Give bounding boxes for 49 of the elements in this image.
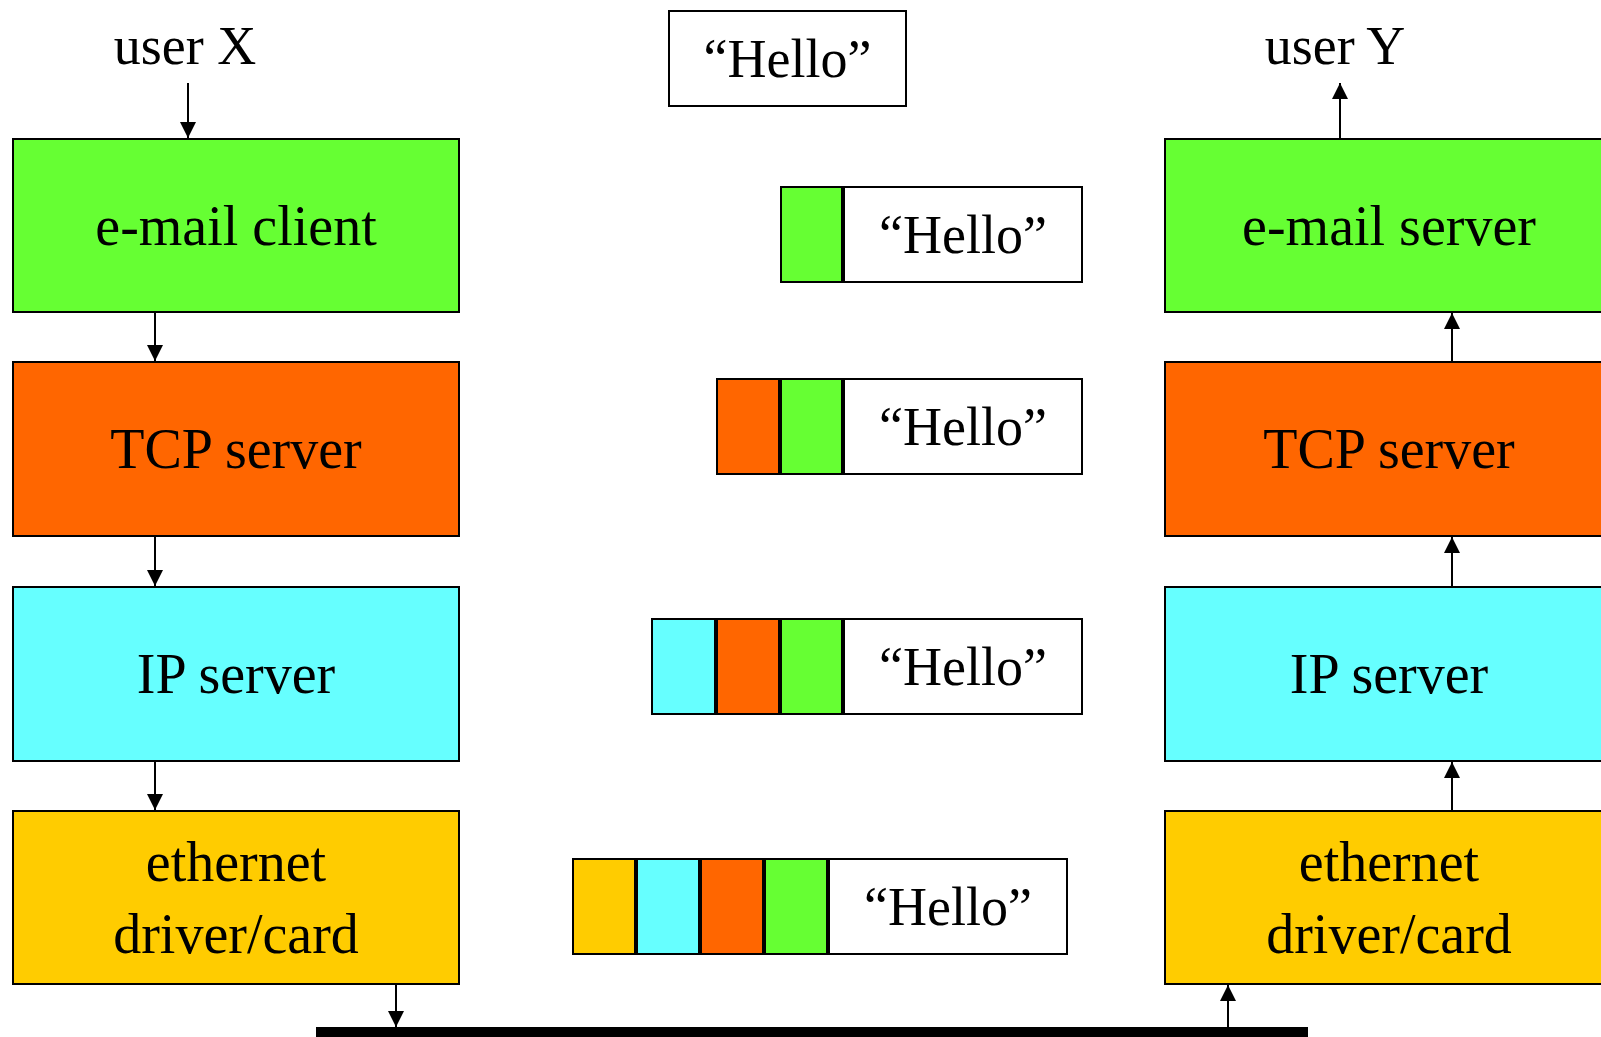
message-box — [843, 618, 1083, 715]
layer-box — [12, 810, 460, 985]
layer-box — [1164, 138, 1601, 313]
arrow — [1444, 312, 1460, 362]
layer-box — [12, 586, 460, 762]
header-box — [651, 618, 716, 715]
box-label: “Hello” — [879, 636, 1047, 697]
arrow — [147, 312, 163, 362]
header-box — [700, 858, 764, 955]
user-label: user Y — [1264, 15, 1406, 76]
header-box — [764, 858, 828, 955]
layer-box — [1164, 361, 1601, 537]
box-label: TCP server — [1263, 417, 1515, 482]
message-box — [668, 10, 907, 107]
user-label: user X — [113, 15, 257, 76]
box-label: ethernet driver/card — [112, 829, 360, 967]
message-box — [828, 858, 1068, 955]
box-label: “Hello” — [879, 396, 1047, 457]
arrow — [1444, 536, 1460, 587]
layer-box — [12, 361, 460, 537]
box-label: “Hello” — [703, 28, 872, 89]
box-label: IP server — [1289, 642, 1489, 707]
network-bar — [316, 1027, 1308, 1037]
box-label: e-mail client — [95, 193, 377, 259]
message-box — [843, 186, 1083, 283]
box-label: ethernet driver/card — [1265, 829, 1513, 967]
arrow — [147, 761, 163, 811]
layer-box — [1164, 810, 1601, 985]
header-box — [780, 378, 843, 475]
arrow — [1444, 761, 1460, 811]
arrow — [1332, 82, 1348, 139]
box-label: “Hello” — [864, 876, 1032, 937]
box-label: “Hello” — [879, 204, 1047, 265]
arrow — [1220, 984, 1236, 1028]
header-box — [716, 618, 780, 715]
arrow — [147, 536, 163, 587]
box-label: IP server — [136, 642, 336, 707]
header-box — [572, 858, 636, 955]
arrow — [388, 984, 404, 1028]
header-box — [780, 186, 843, 283]
header-box — [780, 618, 843, 715]
layer-box — [12, 138, 460, 313]
arrow — [180, 82, 196, 139]
layer-box — [1164, 586, 1601, 762]
box-label: TCP server — [110, 417, 362, 482]
box-label: e-mail server — [1242, 193, 1536, 259]
header-box — [716, 378, 780, 475]
message-box — [843, 378, 1083, 475]
header-box — [636, 858, 700, 955]
